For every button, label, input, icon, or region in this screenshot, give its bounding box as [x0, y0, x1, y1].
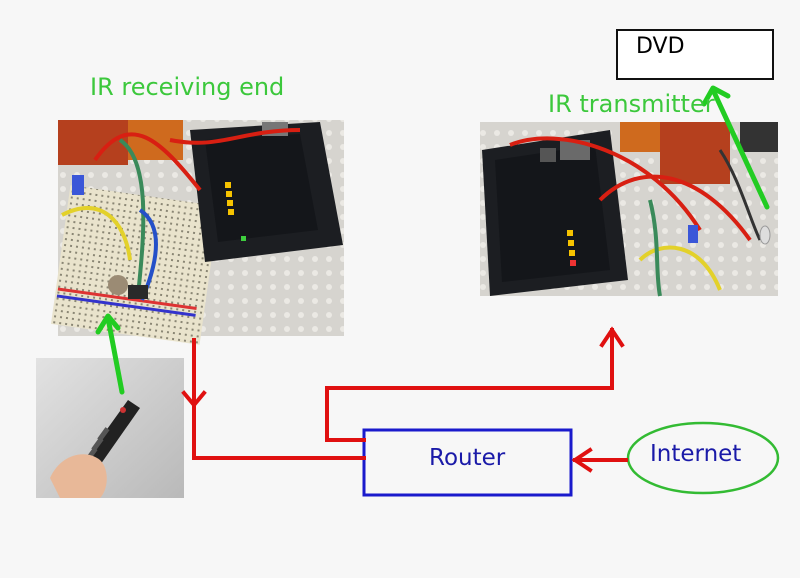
- router-box: [362, 428, 573, 497]
- router-to-transmitter-line: [325, 328, 614, 442]
- router-label: Router: [429, 445, 506, 471]
- internet-label: Internet: [650, 441, 742, 467]
- receiver-arrow-head: [181, 390, 207, 409]
- transmitter-arrow-head: [599, 326, 625, 348]
- remote-to-receiver-arrow: [105, 315, 125, 395]
- transmitter-to-dvd-arrow: [711, 89, 770, 210]
- ir-transmitter-label: IR transmitter: [548, 90, 715, 118]
- receiver-photo: [50, 120, 344, 345]
- dvd-arrow-head: [701, 85, 731, 107]
- remote-arrow-head: [95, 313, 121, 335]
- router-arrow-head: [571, 447, 593, 473]
- dvd-label: DVD: [636, 34, 685, 59]
- ir-receiving-end-label: IR receiving end: [90, 73, 285, 101]
- transmitter-photo: [480, 122, 778, 297]
- remote-photo: [36, 358, 184, 498]
- dvd-box: [616, 29, 774, 80]
- router-to-receiver-line: [192, 338, 366, 460]
